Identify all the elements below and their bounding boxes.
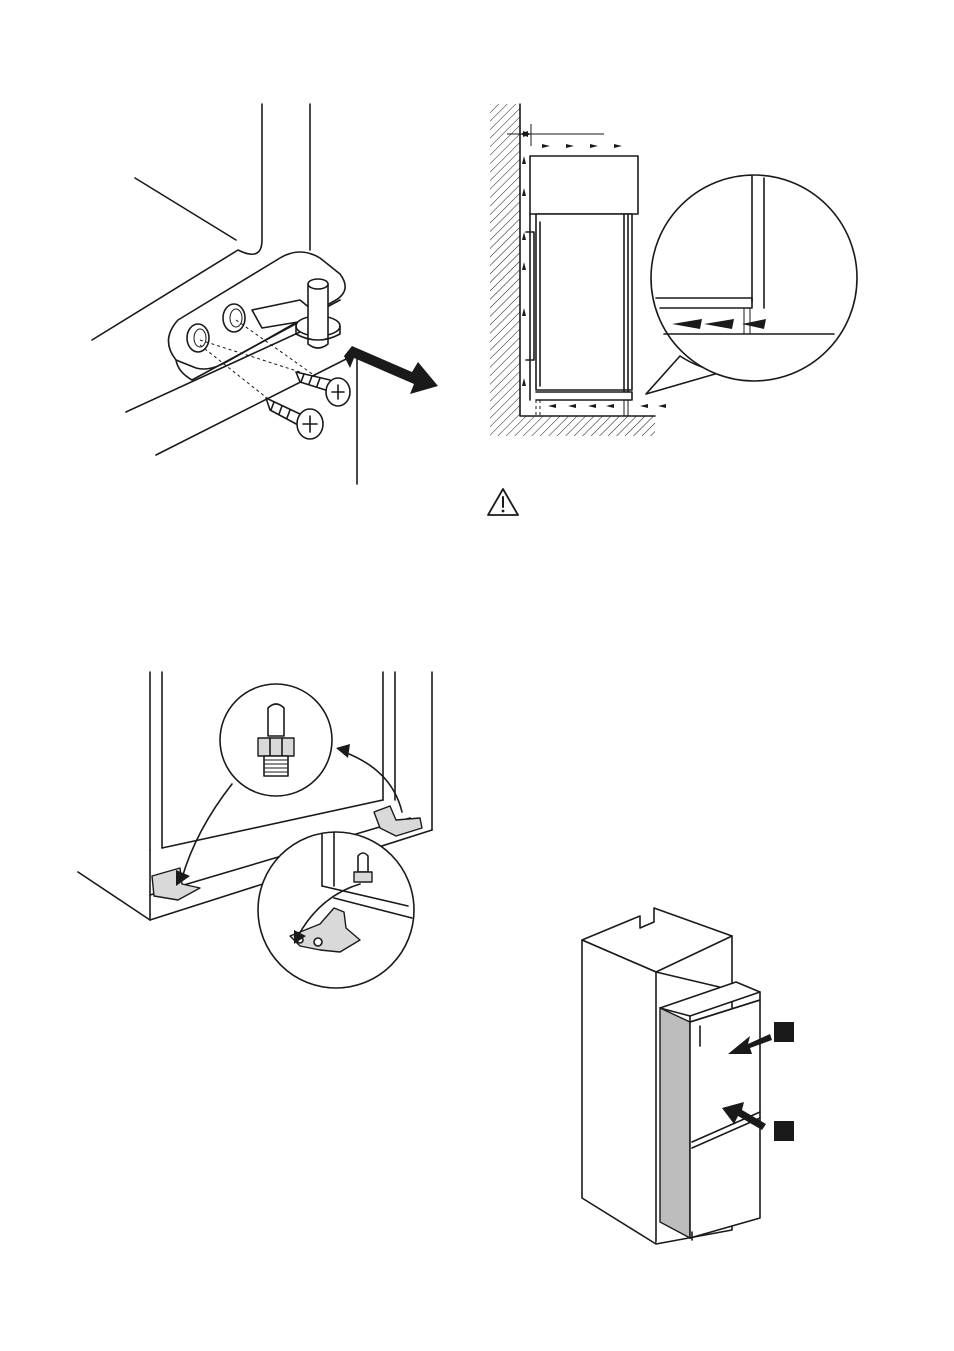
step-marker-icon [774, 1022, 794, 1042]
arrow-icon [344, 346, 438, 394]
figure-hinge-pin-screws [91, 103, 438, 485]
screw-icon [295, 371, 351, 407]
figure-appliance-push-in [581, 907, 794, 1245]
airflow-arrow-icon [542, 144, 622, 148]
curved-arrow-icon [343, 751, 403, 813]
appliance-icon [581, 907, 761, 1245]
arrow-icon [728, 1034, 772, 1054]
hinge-pin-icon [257, 703, 295, 777]
warning-triangle-icon [487, 488, 519, 516]
airflow-arrow-icon [522, 156, 526, 386]
figure-ventilation-airflow [490, 103, 858, 436]
curved-arrow-icon [181, 783, 233, 879]
magnifier-circle-icon [257, 831, 415, 989]
magnifier-circle-icon [645, 174, 858, 395]
hinge-bracket-right [373, 805, 423, 837]
hinge-pin-icon [295, 278, 341, 349]
airflow-arrow-icon [548, 404, 666, 408]
figure-hinge-pin-transfer [77, 671, 433, 989]
screw-icon [265, 397, 324, 440]
wall-hatch-icon [490, 104, 655, 436]
step-marker-icon [774, 1121, 794, 1141]
arrow-icon [722, 1102, 766, 1130]
